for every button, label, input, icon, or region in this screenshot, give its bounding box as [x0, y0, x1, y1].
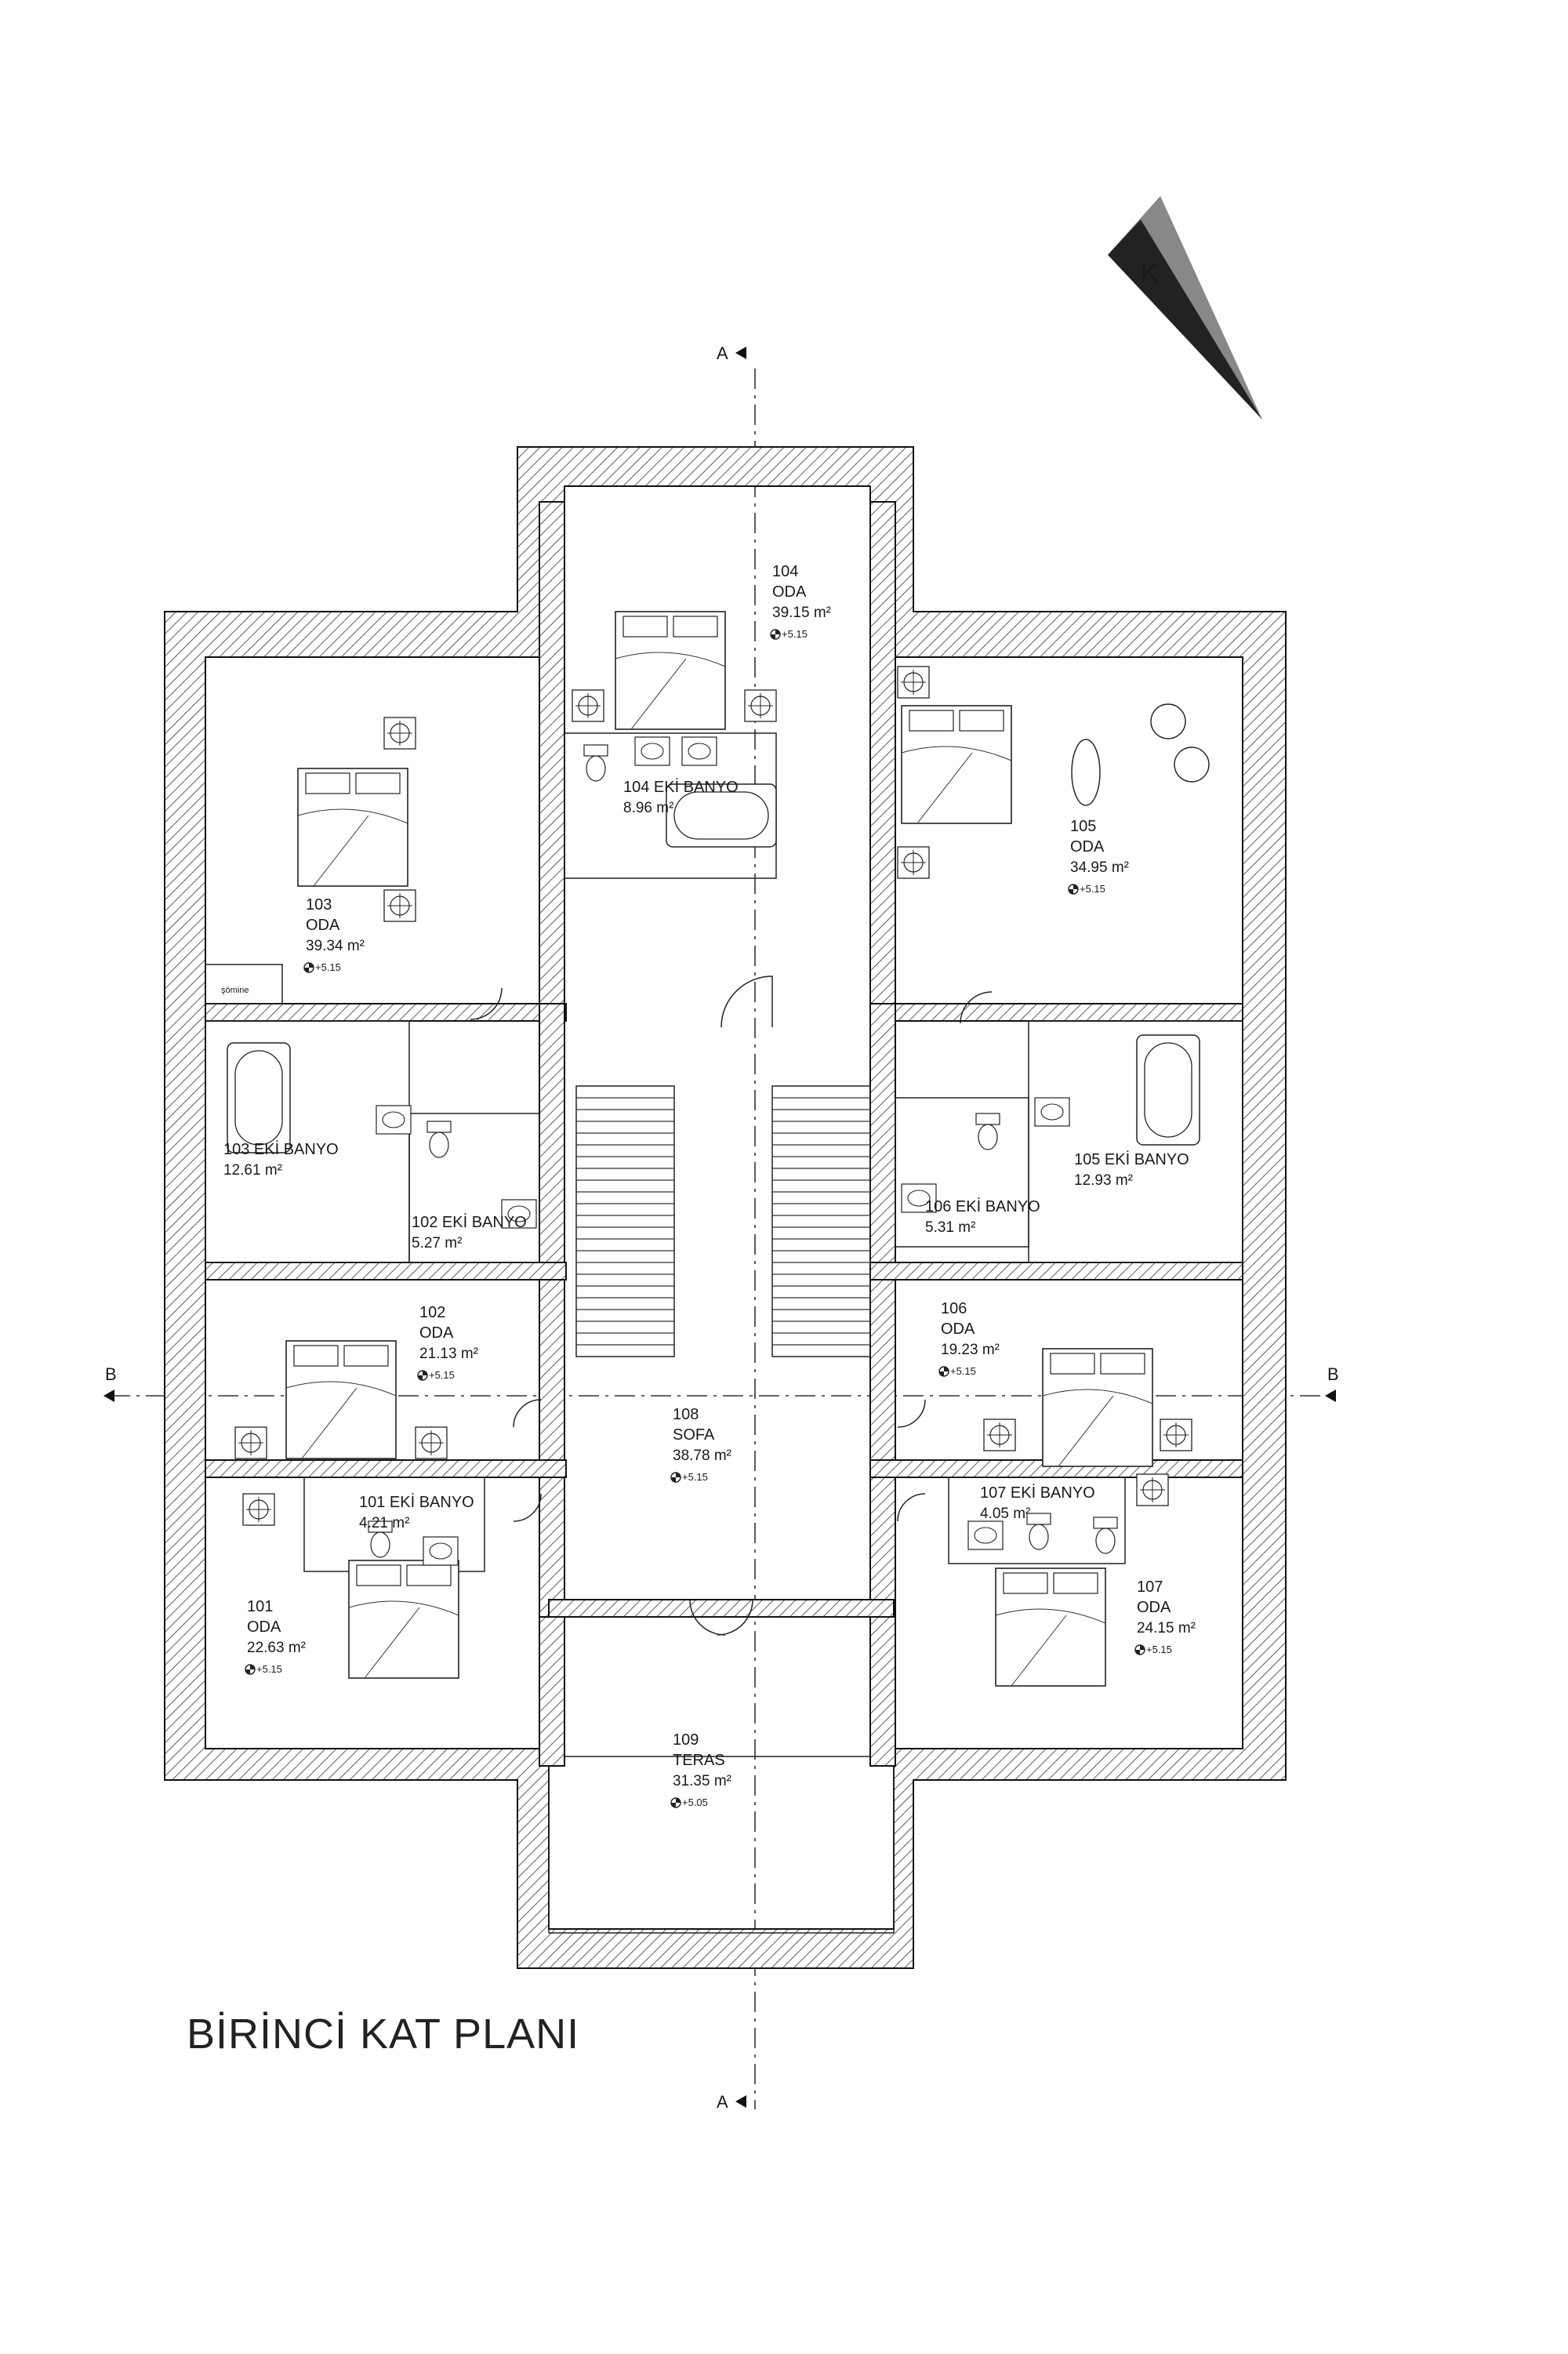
- room-level: +5.15: [950, 1365, 976, 1377]
- room-area: 8.96 m²: [623, 800, 673, 816]
- room-name: 107 EKİ BANYO: [980, 1484, 1095, 1502]
- level-marker-icon: [938, 1366, 949, 1377]
- room-area: 31.35 m²: [673, 1773, 731, 1789]
- fireplace: [205, 964, 283, 1004]
- room-area: 39.15 m²: [772, 605, 831, 621]
- room-no: 109: [673, 1731, 699, 1749]
- section-b-left: B: [105, 1364, 117, 1384]
- level-marker-icon: [1068, 884, 1079, 895]
- room-area: 5.27 m²: [412, 1235, 462, 1251]
- north-arrow-icon: K: [1108, 196, 1262, 420]
- room-name: ODA: [941, 1320, 975, 1338]
- level-marker-icon: [417, 1370, 428, 1381]
- room-name: 105 EKİ BANYO: [1074, 1150, 1189, 1168]
- room-area: 4.05 m²: [980, 1506, 1030, 1522]
- room-name: ODA: [419, 1324, 454, 1342]
- room-name: 101 EKİ BANYO: [359, 1493, 474, 1511]
- room-area: 4.21 m²: [359, 1515, 409, 1531]
- room-name: 104 EKİ BANYO: [623, 778, 739, 796]
- room-no: 103: [306, 896, 332, 914]
- plan-title: BİRİNCİ KAT PLANI: [187, 2011, 579, 2058]
- bed-icon: [297, 768, 408, 887]
- room-area: 12.61 m²: [223, 1162, 282, 1179]
- level-marker-icon: [670, 1472, 681, 1483]
- level-marker-icon: [770, 629, 781, 640]
- room-no: 108: [673, 1406, 699, 1423]
- room-name: TERAS: [673, 1752, 725, 1769]
- staircase-left: [575, 1085, 675, 1357]
- room-level: +5.15: [315, 961, 341, 973]
- section-arrow-icon: [1325, 1390, 1336, 1402]
- room-level: +5.15: [256, 1663, 282, 1675]
- room-name: 102 EKİ BANYO: [412, 1213, 527, 1231]
- room-name: 103 EKİ BANYO: [223, 1140, 339, 1158]
- room-name: 106 EKİ BANYO: [925, 1197, 1040, 1215]
- room-level: +5.15: [429, 1369, 455, 1381]
- room-no: 102: [419, 1304, 445, 1321]
- bathtub-icon: [227, 1042, 291, 1153]
- room-area: 12.93 m²: [1074, 1172, 1133, 1189]
- room-area: 34.95 m²: [1070, 859, 1129, 876]
- bed-icon: [615, 611, 726, 730]
- bed-icon: [1042, 1348, 1153, 1467]
- bathtub-icon: [1136, 1034, 1200, 1146]
- seating-icons: [1071, 703, 1210, 806]
- door-swings: [470, 975, 993, 1636]
- section-arrow-icon: [103, 1390, 114, 1402]
- room-name: ODA: [306, 917, 340, 934]
- section-b-right: B: [1327, 1364, 1339, 1384]
- room-area: 39.34 m²: [306, 938, 365, 954]
- fireplace-label: şömine: [221, 986, 249, 995]
- room-area: 24.15 m²: [1137, 1620, 1196, 1637]
- room-name: ODA: [1070, 838, 1105, 856]
- room-area: 21.13 m²: [419, 1346, 478, 1362]
- bed-icon: [285, 1340, 397, 1459]
- room-no: 107: [1137, 1578, 1163, 1596]
- bed-icon: [995, 1568, 1106, 1687]
- staircase-right: [771, 1085, 871, 1357]
- north-label: K: [1141, 256, 1160, 289]
- section-a-top: A: [717, 343, 728, 363]
- level-marker-icon: [303, 962, 314, 973]
- room-level: +5.15: [1080, 883, 1105, 895]
- terrace-edge: [548, 1756, 895, 1934]
- level-marker-icon: [1134, 1644, 1145, 1655]
- room-area: 5.31 m²: [925, 1219, 975, 1236]
- bed-icon: [348, 1560, 459, 1679]
- room-name: SOFA: [673, 1426, 715, 1444]
- room-no: 104: [772, 563, 798, 580]
- room-name: ODA: [247, 1618, 281, 1636]
- room-name: ODA: [1137, 1599, 1171, 1616]
- section-a-bottom: A: [717, 2092, 728, 2112]
- room-level: +5.15: [1146, 1644, 1172, 1655]
- level-marker-icon: [670, 1797, 681, 1808]
- room-no: 105: [1070, 818, 1096, 835]
- room-no: 106: [941, 1300, 967, 1317]
- room-area: 19.23 m²: [941, 1342, 1000, 1358]
- bed-icon: [901, 705, 1012, 824]
- room-level: +5.15: [682, 1471, 708, 1483]
- room-no: 101: [247, 1598, 273, 1615]
- room-area: 38.78 m²: [673, 1448, 731, 1464]
- room-level: +5.05: [682, 1796, 708, 1808]
- section-arrow-icon: [735, 347, 746, 359]
- room-name: ODA: [772, 583, 807, 601]
- level-marker-icon: [245, 1664, 256, 1675]
- section-arrow-icon: [735, 2095, 746, 2108]
- room-level: +5.15: [782, 628, 808, 640]
- room-area: 22.63 m²: [247, 1640, 306, 1656]
